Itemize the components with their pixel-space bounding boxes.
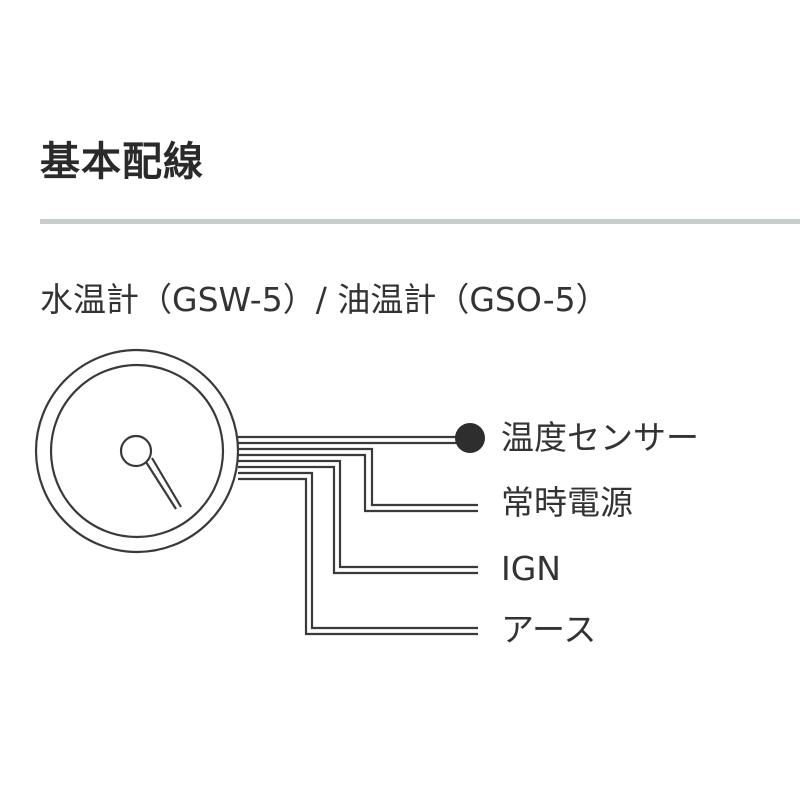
wire-label-constant-power: 常時電源: [501, 483, 633, 522]
wire-ign: [238, 459, 478, 575]
title-underline: [40, 219, 800, 224]
gauge-icon: [34, 348, 240, 554]
product-subtitle: 水温計（GSW-5）/ 油温計（GSO-5）: [40, 280, 609, 319]
sensor-terminal-dot: [455, 423, 485, 453]
wire-ground: [238, 471, 478, 636]
wire-label-ign: IGN: [501, 549, 561, 588]
wire-label-temperature-sensor: 温度センサー: [501, 418, 699, 457]
section-title: 基本配線: [40, 139, 204, 185]
wire-label-ground: アース: [501, 610, 596, 649]
wire-temperature-sensor: [238, 435, 462, 445]
wire-constant-power: [238, 447, 478, 513]
